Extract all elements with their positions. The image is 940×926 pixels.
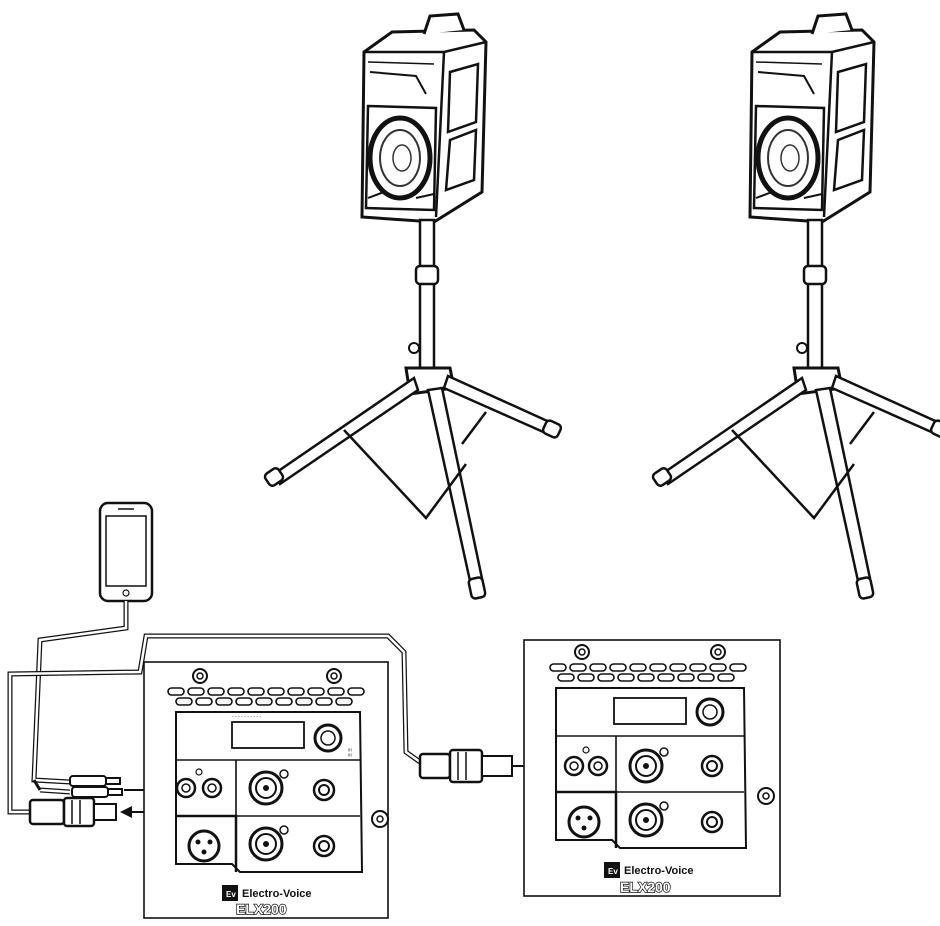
right-brand: Electro-Voice: [624, 865, 694, 877]
left-speaker-icon: [263, 14, 562, 599]
right-model: ELX200: [620, 879, 671, 895]
right-speaker-icon: [651, 14, 940, 599]
xlr-male-connector-icon: [418, 748, 513, 784]
phone-icon: [98, 501, 154, 603]
left-amp-panel: - - - - - - - - - - ≡ ≡ Ev Electro-Voice…: [143, 661, 389, 919]
svg-text:≡ ≡: ≡ ≡: [346, 748, 352, 757]
rca-cable-icon: [31, 601, 129, 798]
left-model: ELX200: [236, 901, 287, 917]
right-amp-panel: Ev Electro-Voice ELX200: [523, 639, 781, 897]
svg-text:- - - - - - - - - -: - - - - - - - - - -: [232, 714, 261, 720]
svg-text:Ev: Ev: [608, 867, 618, 876]
xlr-female-connector-icon: [28, 796, 117, 828]
left-brand: Electro-Voice: [242, 888, 312, 900]
svg-text:Ev: Ev: [226, 890, 236, 899]
